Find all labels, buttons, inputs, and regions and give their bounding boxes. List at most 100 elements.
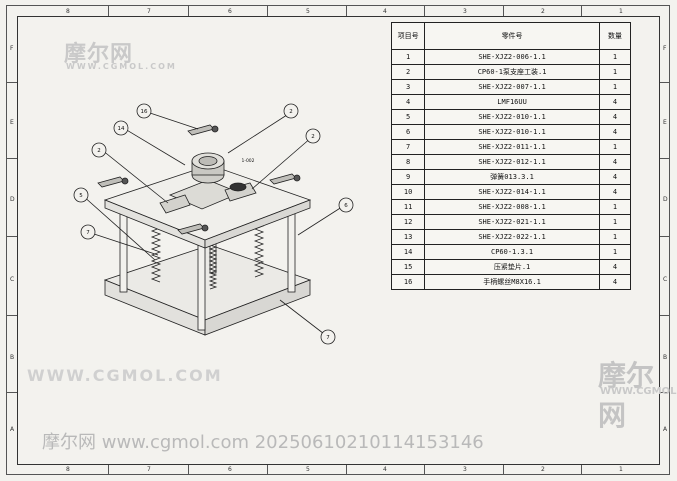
bom-quantity: 4 [598,109,632,125]
balloon [113,120,129,136]
bom-part-number: 弹簧013.3.1 [424,169,600,185]
bom-item-number: 11 [390,199,426,215]
bom-part-number: SHE-XJZ2-010-1.1 [424,109,600,125]
zone-tick [660,315,670,316]
bom-item-number: 15 [390,259,426,275]
assembly-drawing: 16 2 14 2 2 5 6 7 7 1-002 [73,103,354,345]
zone-left-D: D [10,196,15,203]
zone-tick [6,392,17,393]
balloon-label: 5 [79,193,83,199]
zone-tick [6,315,17,316]
zone-bottom-2: 2 [541,466,545,473]
zone-right-F: F [663,45,667,52]
bom-item-number: 13 [390,229,426,245]
bom-part-number: SHE-XJZ2-012-1.1 [424,154,600,170]
balloon-label: 7 [86,230,90,236]
zone-bottom-3: 3 [463,466,467,473]
balloon [338,197,354,213]
guide-post [197,234,206,331]
zone-bottom-1: 1 [619,466,623,473]
bom-quantity: 1 [598,199,632,215]
bom-quantity: 4 [598,184,632,200]
zone-left-C: C [10,276,15,283]
bom-item-number: 3 [390,79,426,95]
zone-bottom-7: 7 [147,466,151,473]
zone-tick [6,236,17,237]
bom-item-number: 14 [390,244,426,260]
bom-item-number: 8 [390,154,426,170]
zone-bottom-4: 4 [383,466,387,473]
bom-item-number: 16 [390,274,426,290]
bom-part-number: SHE-XJZ2-006-1.1 [424,49,600,65]
zone-left-F: F [10,45,14,52]
zone-top-6: 6 [228,8,232,15]
footer-watermark: 摩尔网 www.cgmol.com 20250610210114153146 [42,432,484,453]
balloon-label: 6 [344,203,348,209]
balloon [91,142,107,158]
zone-top-1: 1 [619,8,623,15]
zone-tick [188,5,189,16]
outer-border [6,5,670,475]
zone-tick [108,5,109,16]
bom-item-number: 4 [390,94,426,110]
bom-item-number: 9 [390,169,426,185]
leader-line [81,194,156,261]
bom-item-number: 1 [390,49,426,65]
bom-header-item: 项目号 [390,22,426,50]
leader-line [87,231,159,256]
clamp-plate [159,194,191,214]
bom-part-number: SHE-XJZ2-022-1.1 [424,229,600,245]
bom-part-number: SHE-XJZ2-007-1.1 [424,79,600,95]
inner-border [17,16,660,465]
bom-quantity: 4 [598,169,632,185]
zone-left-A: A [10,426,15,433]
balloon-label: 2 [97,148,101,154]
zone-left-B: B [10,354,15,361]
spring [208,244,218,290]
bom-quantity: 4 [598,154,632,170]
zone-tick [503,465,504,475]
bom-part-number: SHE-XJZ2-021-1.1 [424,214,600,230]
top-plate-side [204,199,311,249]
zone-tick [660,82,670,83]
zone-right-C: C [663,276,668,283]
zone-top-4: 4 [383,8,387,15]
bom-part-number: SHE-XJZ2-011-1.1 [424,139,600,155]
bom-part-number: SHE-XJZ2-008-1.1 [424,199,600,215]
clamp-handle [269,173,297,185]
balloon [305,128,321,144]
pump-bore [198,156,218,166]
base-plate [103,244,312,321]
balloon-label: 2 [289,109,293,115]
balloon-label: 16 [141,109,148,115]
zone-tick [660,158,670,159]
zone-tick [346,5,347,16]
handle-knob [211,125,219,133]
zone-top-3: 3 [463,8,467,15]
bom-header-part: 零件号 [424,22,600,50]
leader-line [279,299,329,338]
bom-header-row: 项目号 零件号 数量 [390,22,632,50]
balloon [136,103,152,119]
bore-hole [229,182,247,192]
bom-item-number: 2 [390,64,426,80]
watermark-logo: 摩尔网 [64,42,134,67]
zone-top-8: 8 [66,8,70,15]
handle-knob [293,174,301,182]
plate-engraving: 1-002 [241,158,254,164]
clamp-handle [187,124,215,136]
bom-quantity: 1 [598,229,632,245]
zone-top-5: 5 [306,8,310,15]
bom-part-number: 手柄螺丝M8X16.1 [424,274,600,290]
zone-tick [581,5,582,16]
bom-quantity: 4 [598,94,632,110]
